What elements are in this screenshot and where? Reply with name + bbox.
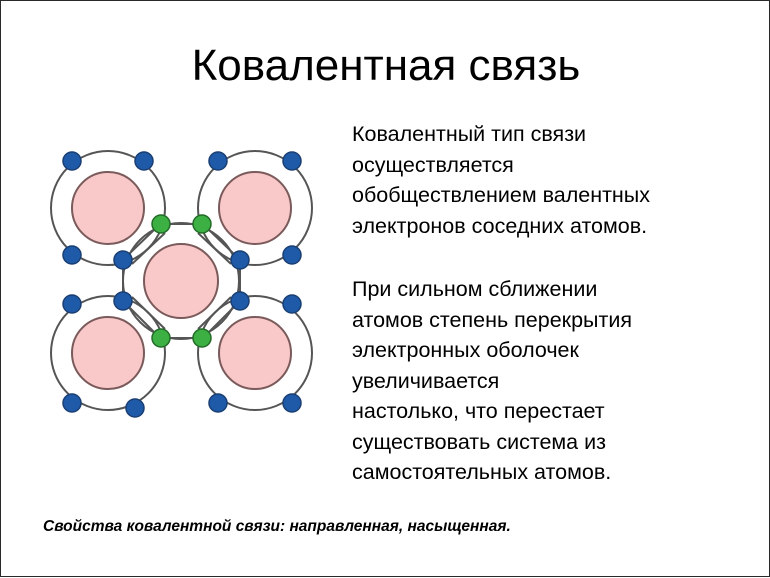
electron <box>134 151 154 171</box>
bond-line-tr-a <box>207 228 236 256</box>
paragraph-definition: Ковалентный тип связи осуществляется обо… <box>352 119 650 241</box>
electron <box>230 250 250 270</box>
electron <box>113 291 133 311</box>
text-line: увеличивается <box>352 368 500 393</box>
paragraph-overlap: При сильном сближении атомов степень пер… <box>352 274 632 488</box>
electron <box>230 291 250 311</box>
electron <box>208 151 228 171</box>
electron <box>62 294 82 314</box>
bond-line-tl-a <box>127 228 156 256</box>
electron <box>208 393 228 413</box>
text-line: самостоятельных атомов. <box>352 460 612 484</box>
bond-line-bl-a <box>127 305 156 334</box>
electron <box>282 245 302 265</box>
orbit-top-left <box>50 150 166 266</box>
bond-line-br-a <box>207 305 236 334</box>
orbit-bottom-right <box>197 295 313 411</box>
electron <box>282 151 302 171</box>
electron <box>125 398 145 418</box>
nucleus-center <box>143 243 219 319</box>
text-line: Ковалентный тип связи <box>352 122 587 146</box>
orbit-bottom-left <box>50 295 166 411</box>
nucleus-top-right <box>218 171 292 245</box>
text-line: электронов соседних атомов. <box>352 213 648 238</box>
orbits <box>50 150 313 411</box>
electron <box>62 151 82 171</box>
valence-electrons <box>62 151 302 418</box>
nucleus-bottom-left <box>71 316 145 390</box>
shared-electrons <box>151 214 212 348</box>
shared-electron <box>151 214 171 234</box>
bond-line-bl-b <box>131 296 166 330</box>
shared-electron <box>192 214 212 234</box>
text-line: обобществлением валентных <box>352 183 651 207</box>
electron <box>62 245 82 265</box>
electron <box>282 393 302 413</box>
bond-line-tl-b <box>131 232 166 265</box>
text-line: электронных оболочек <box>352 338 579 362</box>
text-line: настолько, что перестает <box>352 399 605 423</box>
electron <box>62 393 82 413</box>
text-line: осуществляется <box>352 152 514 177</box>
nucleus-bottom-right <box>218 316 292 390</box>
electron <box>282 294 302 314</box>
nucleus-top-left <box>71 171 145 245</box>
text-line: При сильном сближении <box>352 277 598 301</box>
nuclei <box>71 171 292 390</box>
shared-electron <box>151 328 171 348</box>
text-line: атомов степень перекрытия <box>352 307 632 332</box>
shared-electron <box>192 328 212 348</box>
electron <box>113 250 133 270</box>
orbit-top-right <box>197 150 313 266</box>
properties-footer: Свойства ковалентной связи: направленная… <box>43 518 511 535</box>
bond-line-tr-b <box>197 232 232 265</box>
bond-line-br-b <box>197 296 232 330</box>
text-line: существовать система из <box>352 429 606 454</box>
slide-title: Ковалентная связь <box>191 41 581 90</box>
